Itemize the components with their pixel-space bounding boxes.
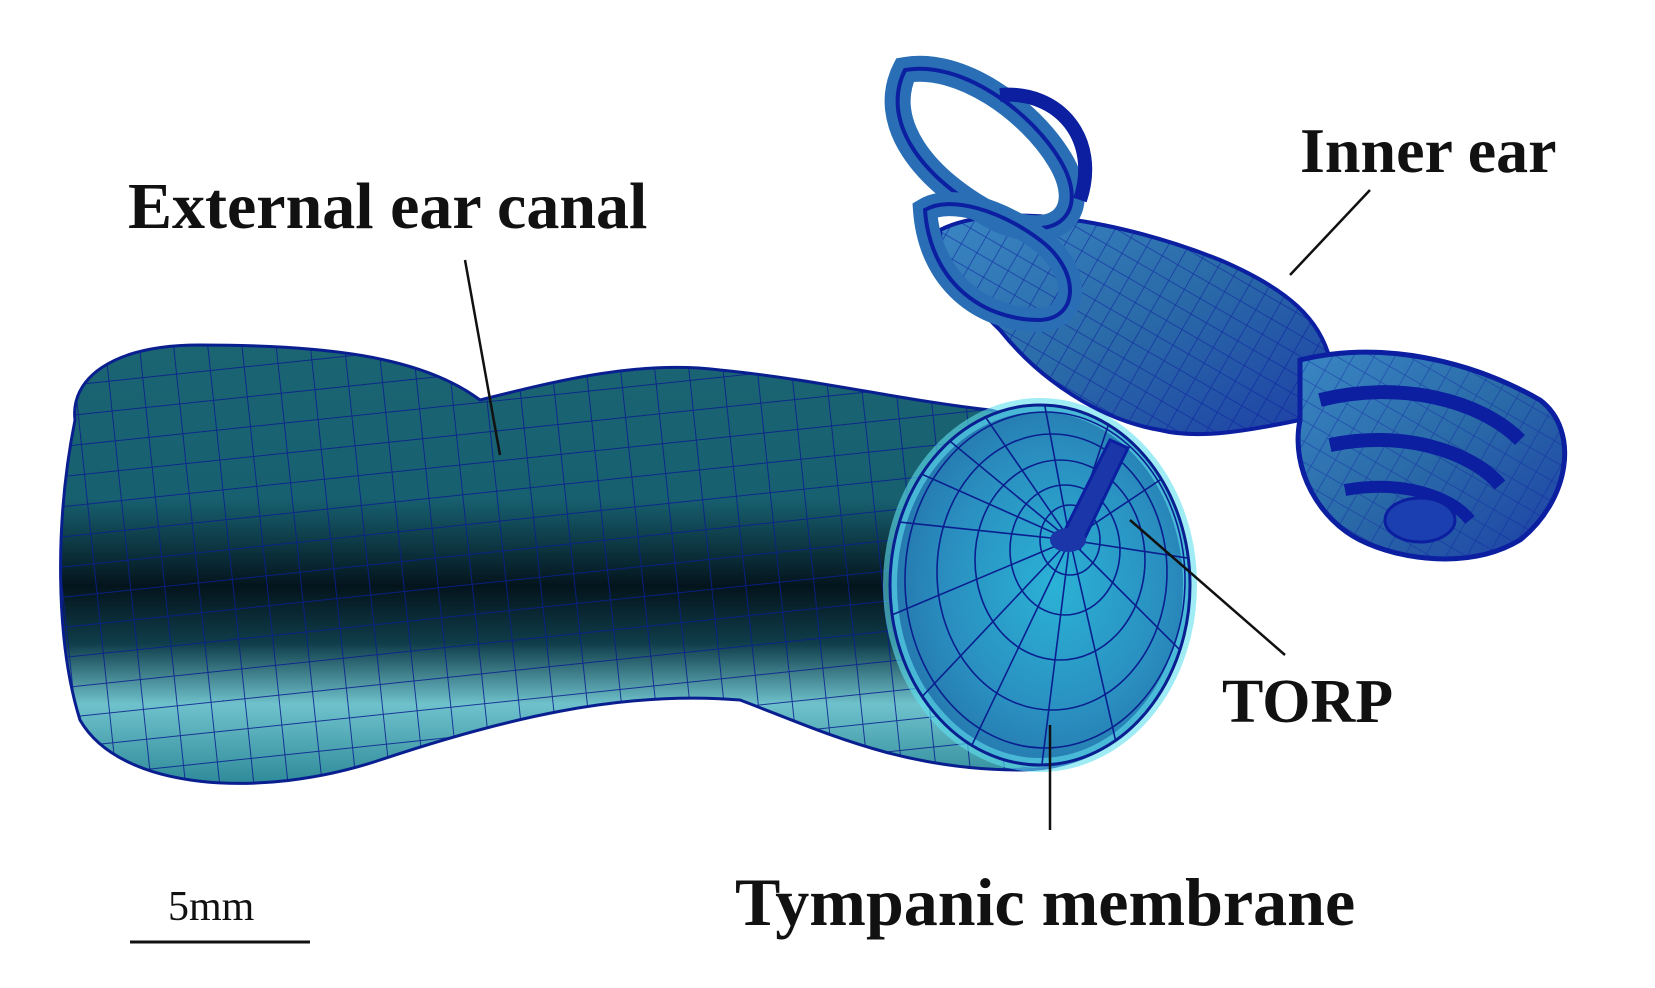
scale-bar-text: 5mm: [168, 884, 255, 930]
torp-shaft: [1050, 438, 1131, 552]
tympanic-membrane-mesh: [883, 398, 1197, 772]
leader-torp: [1129, 519, 1286, 656]
label-external-ear-canal: External ear canal: [128, 170, 647, 243]
leader-lines: [463, 189, 1371, 830]
scale-bar: 5mm: [130, 884, 310, 944]
label-inner-ear: Inner ear: [1300, 115, 1557, 186]
leader-external-ear-canal: [463, 259, 502, 456]
inner-ear-mesh: [884, 55, 1568, 562]
cochlea-mesh: [1295, 349, 1568, 562]
leader-inner-ear: [1289, 189, 1371, 276]
label-torp: TORP: [1222, 668, 1393, 736]
label-tympanic-membrane: Tympanic membrane: [735, 864, 1355, 940]
